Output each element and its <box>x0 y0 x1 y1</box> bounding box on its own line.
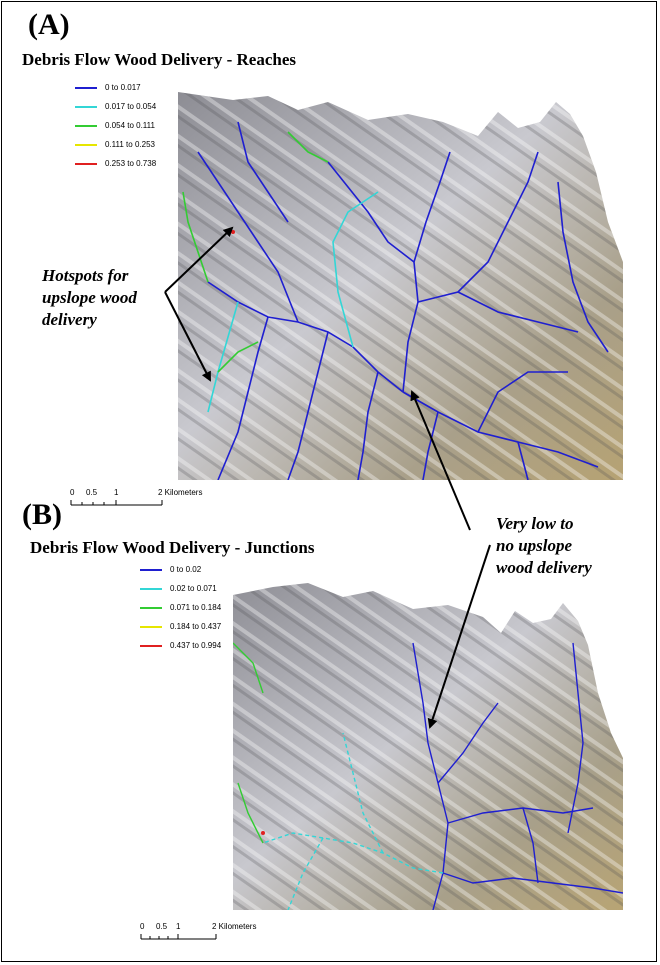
panel-b-relief-map <box>233 583 623 910</box>
legend-item: 0.071 to 0.184 <box>140 598 221 617</box>
arrow-to-hotspot-lower <box>164 291 211 382</box>
legend-label: 0 to 0.017 <box>105 83 141 92</box>
scale-tick-label: 0.5 <box>86 488 98 497</box>
scale-tick-label: 2 Kilometers <box>212 922 257 931</box>
panel-b-streams <box>412 642 623 910</box>
low-delivery-annotation: Very low to no upslope wood delivery <box>496 513 592 579</box>
scale-bar-graphic <box>140 934 217 940</box>
legend-item: 0.054 to 0.111 <box>75 116 156 135</box>
legend-label: 0.02 to 0.071 <box>170 584 217 593</box>
legend-label: 0.437 to 0.994 <box>170 641 222 650</box>
scale-tick-label: 1 <box>114 488 119 497</box>
legend-label: 0 to 0.02 <box>170 565 202 574</box>
legend-swatch <box>140 587 162 590</box>
panel-b-hotspots <box>261 831 265 835</box>
panel-b-legend: 0 to 0.02 0.02 to 0.071 0.071 to 0.184 0… <box>140 560 221 655</box>
legend-item: 0.111 to 0.253 <box>75 135 156 154</box>
legend-label: 0.253 to 0.738 <box>105 159 157 168</box>
legend-swatch <box>140 568 162 571</box>
legend-swatch <box>140 644 162 647</box>
legend-swatch <box>75 143 97 146</box>
legend-item: 0.253 to 0.738 <box>75 154 156 173</box>
panel-a-label: (A) <box>28 8 70 41</box>
panel-a-streams-green <box>182 131 329 373</box>
scale-tick-label: 0.5 <box>156 922 168 931</box>
annotation-line: upslope wood <box>42 288 137 307</box>
legend-label: 0.071 to 0.184 <box>170 603 222 612</box>
scale-tick-label: 2 Kilometers <box>158 488 203 497</box>
arrow-to-low-panel-a <box>410 390 471 531</box>
panel-a-title: Debris Flow Wood Delivery - Reaches <box>22 50 297 69</box>
legend-item: 0.437 to 0.994 <box>140 636 221 655</box>
legend-swatch <box>75 124 97 127</box>
legend-label: 0.184 to 0.437 <box>170 622 222 631</box>
panel-b-streams-green <box>233 642 264 844</box>
legend-swatch <box>140 625 162 628</box>
legend-swatch <box>140 606 162 609</box>
scale-tick-label: 0 <box>140 922 145 931</box>
scale-tick-label: 1 <box>176 922 181 931</box>
legend-item: 0.02 to 0.071 <box>140 579 221 598</box>
scale-bar-graphic <box>70 500 163 506</box>
annotation-line: Hotspots for <box>42 266 129 285</box>
annotation-line: wood delivery <box>496 558 592 577</box>
panel-a-streams <box>197 121 609 480</box>
annotation-line: delivery <box>42 310 97 329</box>
arrow-to-low-panel-b <box>427 544 491 729</box>
panel-b-streams-cyan <box>262 732 444 910</box>
legend-item: 0 to 0.02 <box>140 560 221 579</box>
legend-item: 0 to 0.017 <box>75 78 156 97</box>
annotation-line: Very low to <box>496 514 574 533</box>
legend-swatch <box>75 86 97 89</box>
legend-label: 0.054 to 0.111 <box>105 121 155 130</box>
legend-item: 0.184 to 0.437 <box>140 617 221 636</box>
panel-b-title: Debris Flow Wood Delivery - Junctions <box>30 538 315 557</box>
legend-label: 0.111 to 0.253 <box>105 140 155 149</box>
legend-label: 0.017 to 0.054 <box>105 102 157 111</box>
panel-a-legend: 0 to 0.017 0.017 to 0.054 0.054 to 0.111… <box>75 78 156 173</box>
legend-swatch <box>75 105 97 108</box>
legend-item: 0.017 to 0.054 <box>75 97 156 116</box>
legend-swatch <box>75 162 97 165</box>
panel-a-relief-map <box>178 92 623 480</box>
annotation-line: no upslope <box>496 536 573 555</box>
arrow-to-hotspot-upper <box>164 226 234 293</box>
scale-tick-label: 0 <box>70 488 75 497</box>
hotspots-annotation: Hotspots for upslope wood delivery <box>42 265 137 331</box>
panel-b-label: (B) <box>22 498 62 531</box>
